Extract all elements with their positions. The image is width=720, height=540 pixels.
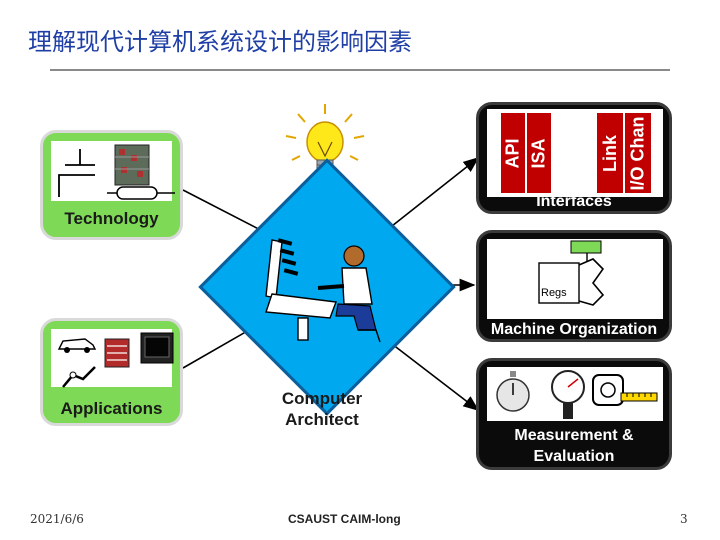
tv-icon [140,332,174,364]
measurement-inner [487,367,663,421]
arrow-measurement [391,343,480,411]
architect-label-line2: Architect [285,410,359,429]
applications-label: Applications [60,399,163,418]
interfaces-label: Interfaces [536,193,612,210]
switch-icon [58,149,95,197]
measurement-label-line2: Evaluation [533,448,615,465]
technology-image-area [51,141,175,201]
footer-date: 2021/6/6 [30,512,84,526]
architect-label-line1: Computer [281,389,363,408]
technology-label: Technology [64,209,159,228]
computer-architect-label: Computer Architect [262,388,382,430]
interface-bar-isa: ISA [527,113,551,193]
interface-bar-io-chan: I/O Chan [625,113,651,193]
page-number: 3 [680,512,688,526]
machine-organization-label: Machine Organization [490,321,658,338]
footer-center-text: CSAUST CAIM-long [288,512,401,526]
interface-bar-link: Link [597,113,623,193]
measurement-panel: Measurement & Evaluation [476,358,672,470]
stopwatch-icon [496,371,530,412]
arrow-interfaces [391,157,480,227]
interface-bar-api: API [501,113,525,193]
technology-panel: Technology [40,130,183,240]
car-icon [57,338,97,353]
measurement-label: Measurement & Evaluation [479,425,669,467]
slide-title: 理解现代计算机系统设计的影响因素 [28,28,412,56]
tape-measure-icon [592,374,658,406]
interfaces-panel: API ISA Link I/O Chan Interfaces [476,102,672,214]
datapath-icon [538,240,605,306]
applications-panel: Applications [40,318,183,426]
applications-image-area [51,329,174,388]
interfaces-inner: API ISA Link I/O Chan [487,109,663,197]
machine-organization-panel: Regs Machine Organization [476,230,672,342]
robot-arm-icon [62,366,96,388]
gauge-icon [551,370,585,419]
machine-org-inner: Regs [487,239,663,319]
chip-icon [107,144,175,200]
title-divider [50,69,670,71]
printer-icon [104,338,130,368]
architect-figure-icon [265,238,381,343]
measurement-label-line1: Measurement & [514,427,634,444]
regs-label: Regs [541,287,567,299]
